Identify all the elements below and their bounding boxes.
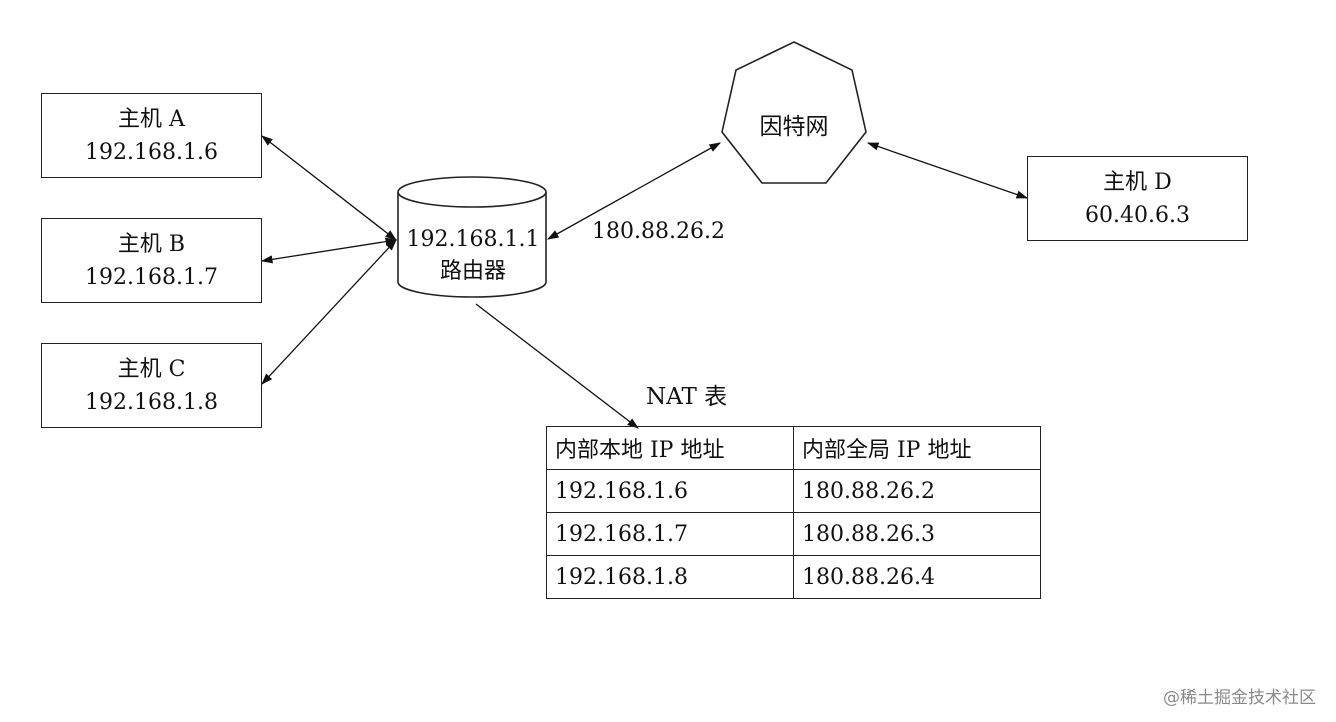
nat-global-ip: 180.88.26.4	[793, 555, 1041, 599]
host-c-ip: 192.168.1.8	[85, 389, 218, 415]
internet-label: 因特网	[759, 114, 829, 140]
router-cylinder	[397, 176, 547, 298]
nat-global-ip: 180.88.26.3	[793, 512, 1041, 556]
host-b-box: 主机 B 192.168.1.7	[41, 218, 262, 303]
nat-global-ip: 180.88.26.2	[793, 469, 1041, 513]
link-router-nat-table	[475, 303, 639, 429]
host-c-name: 主机 C	[117, 356, 186, 382]
link-host-c-router	[261, 239, 397, 385]
nat-local-ip: 192.168.1.8	[546, 555, 794, 599]
nat-header-global: 内部全局 IP 地址	[793, 426, 1041, 470]
link-internet-host-d	[866, 142, 1029, 199]
internet-heptagon	[721, 41, 867, 184]
host-a-ip: 192.168.1.6	[85, 139, 218, 165]
router-label: 192.168.1.1 路由器	[400, 224, 546, 288]
host-d-box: 主机 D 60.40.6.3	[1027, 156, 1248, 241]
nat-table-title: NAT 表	[646, 384, 728, 410]
host-d-name: 主机 D	[1103, 169, 1172, 195]
watermark: @稀土掘金技术社区	[1163, 688, 1316, 708]
host-b-name: 主机 B	[117, 231, 186, 257]
host-a-name: 主机 A	[118, 106, 185, 132]
link-host-a-router	[261, 135, 397, 241]
router-wan-ip: 180.88.26.2	[592, 219, 725, 244]
router-name: 路由器	[439, 259, 506, 284]
host-a-box: 主机 A 192.168.1.6	[41, 93, 262, 178]
table-row: 192.168.1.8 180.88.26.4	[546, 555, 1041, 599]
link-router-internet	[546, 142, 722, 240]
router-ip: 192.168.1.1	[406, 227, 540, 252]
link-host-b-router	[260, 237, 398, 264]
table-row: 192.168.1.6 180.88.26.2	[546, 469, 1041, 513]
nat-table: 内部本地 IP 地址 内部全局 IP 地址 192.168.1.6 180.88…	[546, 426, 1041, 599]
nat-local-ip: 192.168.1.7	[546, 512, 794, 556]
nat-header-row: 内部本地 IP 地址 内部全局 IP 地址	[546, 426, 1041, 470]
table-row: 192.168.1.7 180.88.26.3	[546, 512, 1041, 556]
host-c-box: 主机 C 192.168.1.8	[41, 343, 262, 428]
nat-header-local: 内部本地 IP 地址	[546, 426, 794, 470]
host-d-ip: 60.40.6.3	[1085, 202, 1190, 228]
nat-local-ip: 192.168.1.6	[546, 469, 794, 513]
host-b-ip: 192.168.1.7	[85, 264, 218, 290]
